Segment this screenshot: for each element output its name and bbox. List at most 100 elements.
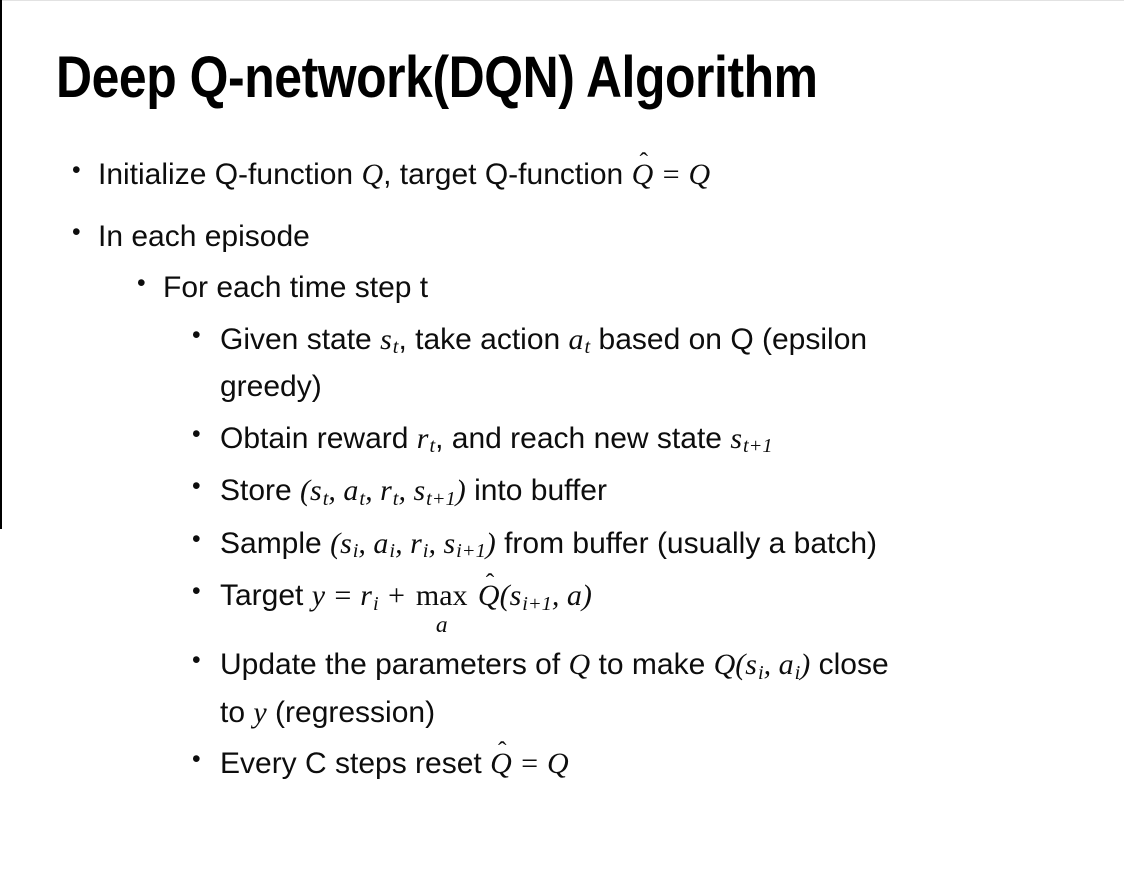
- text-segment: , and reach new state: [435, 421, 731, 455]
- text-segment: For each time step t: [163, 271, 429, 304]
- bullet-item: •Store (st, at, rt, st+1) into buffer: [0, 468, 1124, 516]
- math-subscript: t: [584, 336, 591, 359]
- math-segment: at: [343, 474, 366, 510]
- math-subscript: i+1: [456, 540, 486, 563]
- text-segment: Obtain reward: [220, 421, 417, 455]
- hat-mark: ˆ: [485, 567, 495, 597]
- text-segment: Given state: [220, 322, 381, 356]
- bullet-text: For each time step t: [163, 265, 428, 312]
- math-segment: (: [499, 579, 510, 613]
- math-segment: ,: [365, 474, 381, 508]
- hat-base: Q: [477, 579, 500, 613]
- math-subscript: i: [389, 540, 396, 563]
- text-segment: Initialize Q-function: [98, 158, 362, 191]
- text-segment: to: [220, 695, 254, 729]
- bullet-icon: •: [72, 157, 81, 184]
- math-segment: Q: [361, 158, 384, 191]
- math-segment: st: [310, 474, 329, 510]
- bullet-item: • Given state st, take action at based on…: [0, 317, 1124, 411]
- math-subscript: t: [322, 487, 329, 510]
- bullet-item: • Sample (si, ai, ri, si+1) from buffer (…: [0, 521, 1124, 569]
- left-edge-line: [0, 0, 2, 529]
- max-label: max: [415, 579, 468, 613]
- bullet-text: Obtain reward rt, and reach new state st…: [220, 416, 773, 464]
- bullet-icon: •: [192, 525, 201, 553]
- hat-base: Q: [490, 747, 512, 781]
- math-segment: Q(: [713, 648, 746, 682]
- text-segment: close: [810, 648, 889, 682]
- math-segment: ,: [763, 648, 779, 682]
- math-subscript: t: [392, 336, 399, 359]
- math-subscript: i+1: [522, 592, 552, 615]
- bullet-text: Given state st, take action at based on …: [220, 317, 867, 411]
- math-subscript: t+1: [426, 487, 456, 510]
- math-segment: = Q: [653, 158, 711, 191]
- bullet-icon: •: [137, 270, 146, 297]
- math-subscript: t: [429, 435, 436, 458]
- math-segment: ai: [373, 526, 396, 563]
- bullet-text: Sample (si, ai, ri, si+1) from buffer (u…: [220, 521, 877, 569]
- bullet-item: •In each episode: [0, 214, 1124, 261]
- math-segment: si: [745, 648, 764, 685]
- math-subscript: i: [757, 662, 764, 685]
- math-segment: st: [380, 322, 399, 359]
- bullet-icon: •: [192, 420, 201, 448]
- bullet-text: In each episode: [98, 214, 310, 261]
- math-subscript: i: [422, 540, 429, 563]
- math-segment: si+1: [443, 526, 486, 563]
- math-segment: Q: [568, 648, 591, 682]
- text-segment: Sample: [220, 526, 331, 560]
- math-segment: ,: [398, 474, 414, 508]
- bullet-list: •Initialize Q-function Q, target Q-funct…: [0, 147, 1124, 793]
- bullet-item: •Initialize Q-function Q, target Q-funct…: [0, 147, 1124, 199]
- math-segment: ,: [395, 526, 411, 560]
- math-subscript: i: [352, 540, 359, 563]
- math-subscript: t+1: [743, 435, 773, 458]
- math-segment: rt: [416, 421, 436, 458]
- max-under-variable: a: [435, 611, 448, 638]
- math-segment: si+1: [509, 579, 552, 615]
- math-segment: ): [455, 474, 466, 508]
- math-segment: , a): [551, 579, 592, 613]
- text-segment: Every C steps reset: [220, 747, 491, 781]
- math-subscript: t: [392, 487, 399, 510]
- math-segment: ri: [360, 579, 379, 615]
- bullet-icon: •: [192, 746, 201, 774]
- bullet-icon: •: [192, 578, 201, 606]
- math-subscript: i: [372, 592, 379, 615]
- text-segment: based on Q (epsilon: [590, 322, 868, 356]
- math-segment: ,: [328, 474, 344, 508]
- text-segment: , take action: [398, 322, 569, 356]
- math-segment: at: [568, 322, 591, 359]
- hat-mark: ˆ: [639, 146, 648, 176]
- text-segment: (regression): [266, 695, 436, 729]
- math-segment: st+1: [413, 474, 456, 510]
- bullet-item: •Update the parameters of Q to make Q(si…: [0, 642, 1124, 736]
- hat-mark: ˆ: [497, 736, 507, 766]
- math-segment: (: [330, 526, 341, 560]
- text-segment: In each episode: [98, 219, 310, 253]
- math-segment: (: [300, 474, 311, 508]
- math-segment: ): [800, 648, 811, 682]
- math-segment: y =: [311, 579, 361, 613]
- math-segment: ): [485, 526, 496, 560]
- bullet-item: • For each time step t: [0, 265, 1124, 312]
- top-edge-line: [0, 0, 1124, 1]
- text-segment: to make: [590, 648, 714, 682]
- math-segment: ai: [778, 648, 801, 685]
- math-subscript: i: [794, 662, 801, 685]
- bullet-icon: •: [192, 647, 201, 675]
- bullet-icon: •: [192, 321, 201, 349]
- text-segment: greedy): [220, 370, 322, 404]
- text-segment: into buffer: [465, 474, 607, 508]
- math-subscript: t: [359, 487, 366, 510]
- math-segment: y: [253, 695, 267, 729]
- math-segment: st+1: [730, 421, 773, 458]
